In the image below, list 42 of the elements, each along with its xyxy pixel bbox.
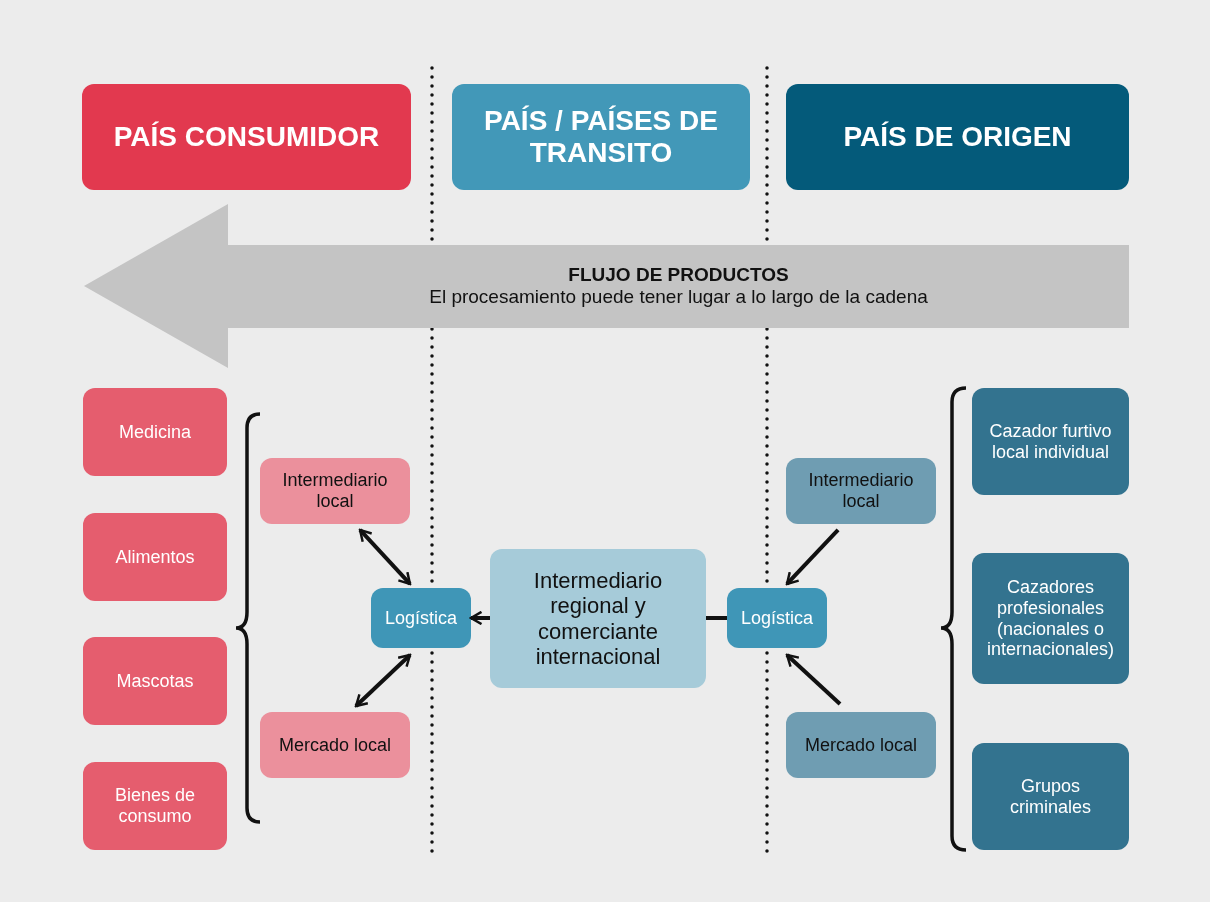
arrow <box>354 653 412 708</box>
box-label: Grupos criminales <box>1009 775 1092 818</box>
arrow <box>469 610 490 626</box>
box-label: Intermediario local <box>807 470 915 512</box>
actor-box <box>260 458 410 524</box>
arrow-title: FLUJO DE PRODUCTOS <box>568 264 789 286</box>
country-header <box>82 84 411 190</box>
box-label: Cazador furtivo local individual <box>988 420 1113 463</box>
box-label: Intermediario regional y comerciante internacional <box>532 567 664 670</box>
box-label: Bienes de consumo <box>113 785 197 827</box>
box-label: Mascotas <box>116 670 194 692</box>
poacher-box <box>972 553 1129 684</box>
actor-box <box>260 712 410 778</box>
box-label: Logística <box>740 607 813 629</box>
box-label: Alimentos <box>115 546 195 568</box>
arrow <box>358 528 412 586</box>
country-header <box>786 84 1129 190</box>
logistics-box <box>371 588 471 648</box>
product-box <box>83 762 227 850</box>
arrow <box>785 653 842 706</box>
box-label: Intermediario local <box>281 470 389 512</box>
box-label: PAÍS DE ORIGEN <box>843 120 1072 154</box>
box-label: Cazadores profesionales (nacionales o internacionales) <box>985 577 1116 660</box>
arrow-description: El procesamiento puede tener lugar a lo largo de la cadena <box>429 286 928 308</box>
box-label: Mercado local <box>278 734 392 756</box>
logistics-box <box>727 588 827 648</box>
box-label: Mercado local <box>804 734 918 756</box>
connector-line <box>706 615 727 620</box>
box-label: Logística <box>384 607 457 629</box>
box-label: PAÍS CONSUMIDOR <box>113 120 380 154</box>
product-box <box>83 388 227 476</box>
box-label: PAÍS / PAÍSES DE TRANSITO <box>483 104 719 170</box>
product-box <box>83 513 227 601</box>
arrow <box>785 528 840 586</box>
product-box <box>83 637 227 725</box>
country-header <box>452 84 750 190</box>
box-label: Medicina <box>118 421 191 443</box>
actor-box <box>786 458 936 524</box>
actor-box <box>786 712 936 778</box>
actor-box <box>490 549 706 688</box>
poacher-box <box>972 743 1129 850</box>
poacher-box <box>972 388 1129 495</box>
